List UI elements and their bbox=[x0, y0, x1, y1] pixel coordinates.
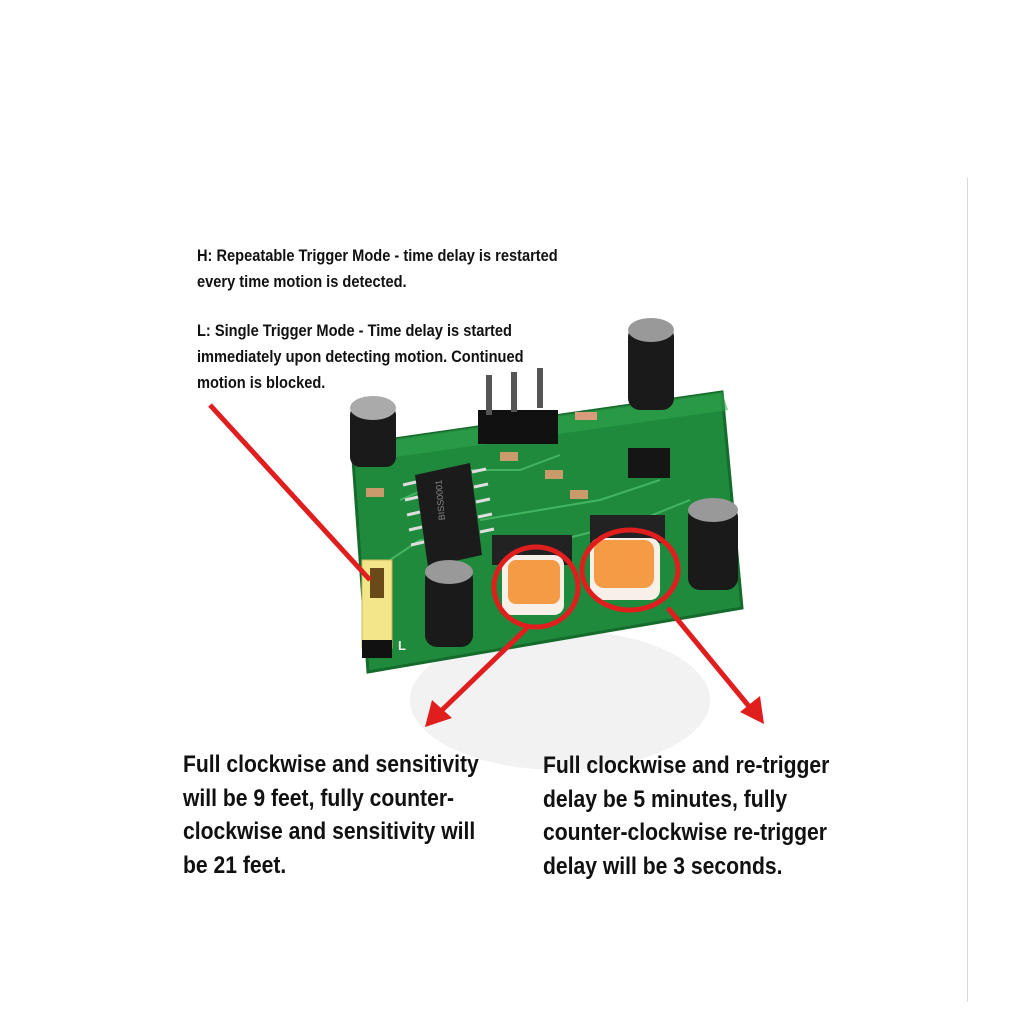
time-delay-highlight-circle bbox=[579, 527, 681, 613]
text-line: will be 9 feet, fully counter- bbox=[183, 784, 455, 812]
text-line: motion is blocked. bbox=[197, 373, 326, 392]
text-line: clockwise and sensitivity will bbox=[183, 818, 476, 845]
sensitivity-potentiometer bbox=[492, 535, 572, 615]
text-line: L: Single Trigger Mode - Time delay is s… bbox=[197, 321, 512, 340]
header-pins bbox=[478, 368, 558, 444]
chip-label: BISS0001 bbox=[433, 479, 446, 520]
text-line: every time motion is detected. bbox=[197, 272, 407, 291]
sensitivity-description: Full clockwise and sensitivity will be 9… bbox=[183, 748, 479, 882]
biss0001-chip: BISS0001 bbox=[402, 463, 495, 567]
text-line: delay will be 3 seconds. bbox=[543, 852, 783, 880]
red-annotations bbox=[208, 403, 754, 714]
h-mode-description: H: Repeatable Trigger Mode - time delay … bbox=[197, 243, 558, 295]
sensitivity-arrowhead bbox=[425, 700, 452, 727]
jumper-pointer-line bbox=[208, 403, 372, 582]
text-line: be 21 feet. bbox=[183, 851, 287, 879]
lens-shadow bbox=[410, 630, 710, 770]
text-line: counter-clockwise re-trigger bbox=[543, 819, 828, 846]
capacitors bbox=[350, 318, 738, 647]
right-edge-divider bbox=[967, 178, 968, 1002]
text-line: H: Repeatable Trigger Mode - time delay … bbox=[197, 246, 558, 265]
smd-components bbox=[366, 412, 597, 499]
jumper-label: L bbox=[398, 638, 406, 653]
time-delay-description: Full clockwise and re-trigger delay be 5… bbox=[543, 749, 829, 883]
sensitivity-arrow bbox=[438, 626, 529, 714]
l-mode-description: L: Single Trigger Mode - Time delay is s… bbox=[197, 318, 524, 396]
regulator bbox=[628, 448, 670, 478]
time-delay-arrow bbox=[666, 606, 754, 712]
sensitivity-highlight-circle bbox=[491, 544, 581, 630]
text-line: Full clockwise and sensitivity bbox=[183, 751, 479, 778]
time-delay-arrowhead bbox=[740, 696, 764, 724]
text-line: delay be 5 minutes, fully bbox=[543, 785, 788, 813]
text-line: immediately upon detecting motion. Conti… bbox=[197, 347, 524, 366]
text-line: Full clockwise and re-trigger bbox=[543, 752, 830, 779]
